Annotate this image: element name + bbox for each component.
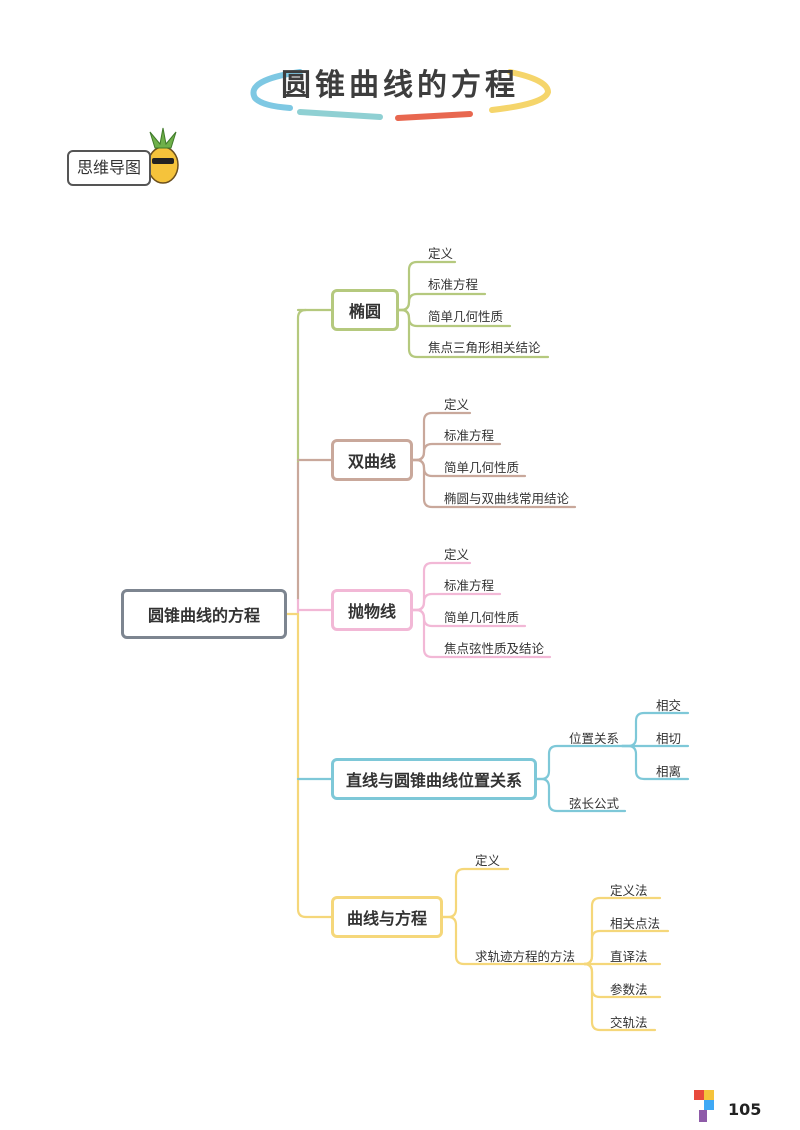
position-relation-label: 位置关系 xyxy=(569,731,620,746)
position-leaf: 相切 xyxy=(656,731,682,746)
title-arc-mid xyxy=(395,111,473,121)
parabola-leaf-line xyxy=(411,608,552,659)
branch-line-conic: 直线与圆锥曲线位置关系 xyxy=(331,758,537,800)
mind-map-badge: 思维导图 xyxy=(67,150,151,186)
parabola-leaf: 标准方程 xyxy=(444,578,495,593)
title-arc-right xyxy=(489,69,552,113)
parabola-leaf: 简单几何性质 xyxy=(444,610,520,625)
curve-definition-label: 定义 xyxy=(475,853,501,868)
page-number: 105 xyxy=(728,1100,762,1119)
ellipse-leaf: 简单几何性质 xyxy=(428,309,504,324)
position-leaf: 相离 xyxy=(656,764,682,779)
chord-length-label: 弦长公式 xyxy=(569,796,620,811)
method-leaf: 交轨法 xyxy=(610,1015,648,1030)
sunglasses-icon xyxy=(152,158,174,164)
method-leaf: 定义法 xyxy=(610,883,648,898)
branch-ellipse: 椭圆 xyxy=(331,289,399,331)
method-leaf-line xyxy=(583,962,657,1032)
ellipse-leaf: 标准方程 xyxy=(428,277,479,292)
logo-icon xyxy=(694,1090,704,1100)
spine-segment xyxy=(296,308,308,465)
branch-hyperbola: 双曲线 xyxy=(331,439,413,481)
branch-curve-equation: 曲线与方程 xyxy=(331,896,443,938)
ellipse-leaf: 定义 xyxy=(428,246,454,261)
logo-icon xyxy=(704,1090,714,1100)
ellipse-leaf: 焦点三角形相关结论 xyxy=(428,340,541,355)
pineapple-icon xyxy=(147,146,179,184)
hyperbola-leaf: 椭圆与双曲线常用结论 xyxy=(444,491,570,506)
root-node: 圆锥曲线的方程 xyxy=(121,589,287,639)
logo-icon xyxy=(699,1110,707,1122)
method-leaf: 直译法 xyxy=(610,949,648,964)
branch-parabola: 抛物线 xyxy=(331,589,413,631)
hyperbola-leaf: 定义 xyxy=(444,397,470,412)
title-arc-left xyxy=(250,69,303,111)
parabola-leaf: 焦点弦性质及结论 xyxy=(444,641,545,656)
line-conic-connector xyxy=(535,744,632,781)
position-leaf: 相交 xyxy=(656,698,682,713)
hyperbola-leaf: 标准方程 xyxy=(444,428,495,443)
spine-segment xyxy=(296,612,308,919)
curve-eq-connector xyxy=(441,915,590,966)
ellipse-leaf-line xyxy=(397,308,550,359)
hyperbola-leaf-line xyxy=(411,458,577,509)
position-leaf-line xyxy=(620,744,690,781)
page-title: 圆锥曲线的方程 xyxy=(281,68,519,103)
method-leaf: 相关点法 xyxy=(610,916,661,931)
locus-methods-label: 求轨迹方程的方法 xyxy=(475,949,576,964)
line-conic-connector xyxy=(535,777,627,813)
title-arc-mid xyxy=(297,109,383,120)
method-leaf: 参数法 xyxy=(610,982,648,997)
curve-eq-connector xyxy=(441,867,510,919)
hyperbola-leaf: 简单几何性质 xyxy=(444,460,520,475)
pineapple-leaves-icon xyxy=(149,127,177,149)
parabola-leaf: 定义 xyxy=(444,547,470,562)
logo-icon xyxy=(704,1100,714,1110)
